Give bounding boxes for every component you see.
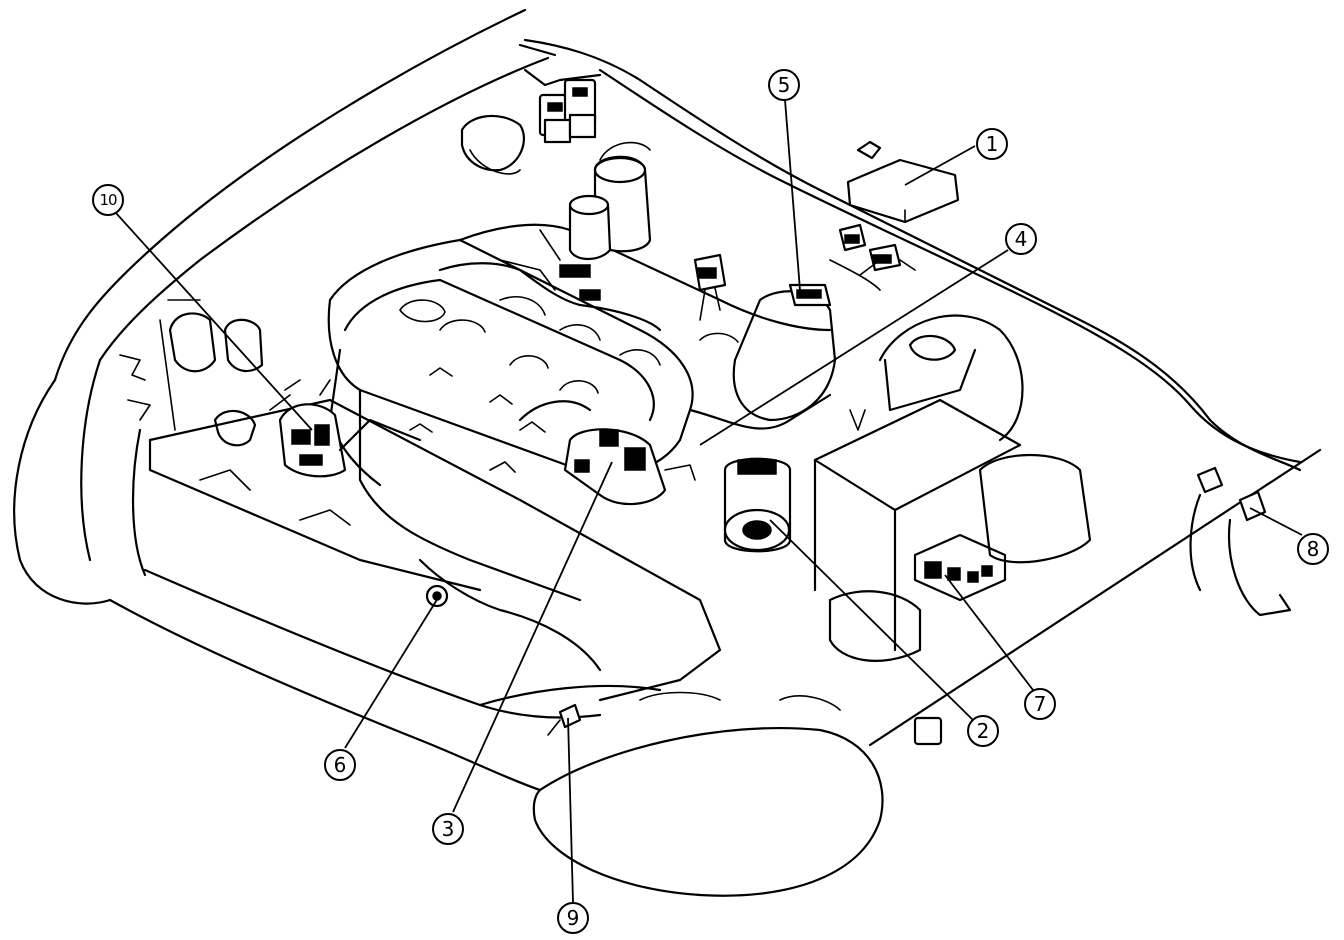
callout-7: 7 <box>1024 688 1056 720</box>
callout-2: 2 <box>967 715 999 747</box>
leader-2 <box>769 519 974 721</box>
callout-5: 5 <box>768 69 800 101</box>
leader-3 <box>452 461 613 813</box>
leader-5 <box>784 99 801 291</box>
leader-1 <box>904 145 976 186</box>
leader-9 <box>567 717 574 903</box>
callout-1-label: 1 <box>986 132 999 156</box>
callout-8-label: 8 <box>1307 537 1320 561</box>
callout-4-label: 4 <box>1015 227 1028 251</box>
radiator-support <box>148 398 722 702</box>
top-relays <box>538 78 597 144</box>
sensor-part-6 <box>425 584 449 608</box>
sensor-part-9 <box>547 703 582 736</box>
callout-7-label: 7 <box>1034 692 1047 716</box>
car-body-outline <box>13 8 1322 792</box>
callout-10: 10 <box>92 184 124 216</box>
leader-7 <box>944 574 1034 691</box>
engine <box>327 223 837 602</box>
callout-8: 8 <box>1297 533 1329 565</box>
air-cleaner <box>828 454 1092 662</box>
brake-booster <box>460 68 602 175</box>
callout-1: 1 <box>976 128 1008 160</box>
callout-2-label: 2 <box>977 719 990 743</box>
purge-canister <box>499 141 652 301</box>
callouts: 1 2 3 4 5 6 7 8 <box>92 69 1329 934</box>
leader-8 <box>1249 507 1303 536</box>
leader-4 <box>699 249 1009 446</box>
callout-3: 3 <box>432 813 464 845</box>
callout-4: 4 <box>1005 223 1037 255</box>
leader-10 <box>115 212 313 431</box>
front-bumper <box>478 684 884 897</box>
callout-10-label: 10 <box>99 191 117 209</box>
strut-tower <box>878 314 1024 442</box>
battery <box>813 398 1022 652</box>
callout-3-label: 3 <box>442 817 455 841</box>
washer-tank <box>159 299 264 447</box>
callout-5-label: 5 <box>778 73 791 97</box>
leader-lines <box>115 99 1303 903</box>
distributor-part-3 <box>563 428 696 506</box>
loose-relay <box>913 716 943 746</box>
callout-9: 9 <box>557 902 589 934</box>
leader-6 <box>344 597 439 749</box>
relay-block-part-7 <box>913 533 1007 602</box>
right-wiring-connectors <box>829 223 916 291</box>
airflow-meter-part-2 <box>723 457 792 553</box>
connector-part-8 <box>1189 466 1292 617</box>
control-unit-part-1 <box>846 140 960 224</box>
manifold-sensor <box>693 253 727 321</box>
callout-6-label: 6 <box>334 753 347 777</box>
connector-part-5 <box>788 283 832 307</box>
callout-6: 6 <box>324 749 356 781</box>
callout-9-label: 9 <box>567 906 580 930</box>
throttle-body-part-10 <box>269 379 422 478</box>
